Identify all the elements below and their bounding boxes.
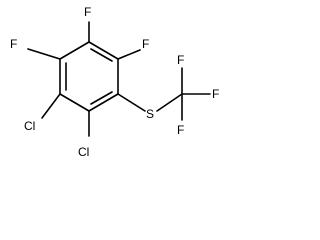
label-cf3-f-right: F <box>212 87 219 101</box>
ring-bonds <box>59 41 119 112</box>
bond-f-right <box>117 49 141 60</box>
molecule-diagram: F F F Cl Cl S F F F <box>10 5 219 159</box>
bond-f-left <box>27 48 61 60</box>
label-f-right-ring: F <box>142 37 149 51</box>
label-s: S <box>146 107 154 121</box>
bond-s-c <box>156 93 183 112</box>
label-cl-left: Cl <box>24 119 35 133</box>
structure-svg: F F F Cl Cl S F F F <box>10 5 219 159</box>
substituent-bonds <box>27 21 211 137</box>
label-f-top: F <box>84 5 91 19</box>
label-f-left: F <box>10 37 17 51</box>
bond-ring-top-right <box>88 41 119 60</box>
label-cf3-f-top: F <box>177 53 184 67</box>
bond-ring-top-left <box>59 41 90 60</box>
bond-ring-bottom-left <box>59 93 90 112</box>
bond-ring-s <box>117 93 146 112</box>
atom-labels: F F F Cl Cl S F F F <box>10 5 219 159</box>
double-bond-bottom-right <box>90 91 113 105</box>
label-cl-bottom: Cl <box>78 145 89 159</box>
bond-ring-bottom-right <box>88 93 119 112</box>
bond-cl-left <box>41 93 61 119</box>
label-cf3-f-bottom: F <box>177 123 184 137</box>
double-bond-top-right <box>90 48 113 62</box>
